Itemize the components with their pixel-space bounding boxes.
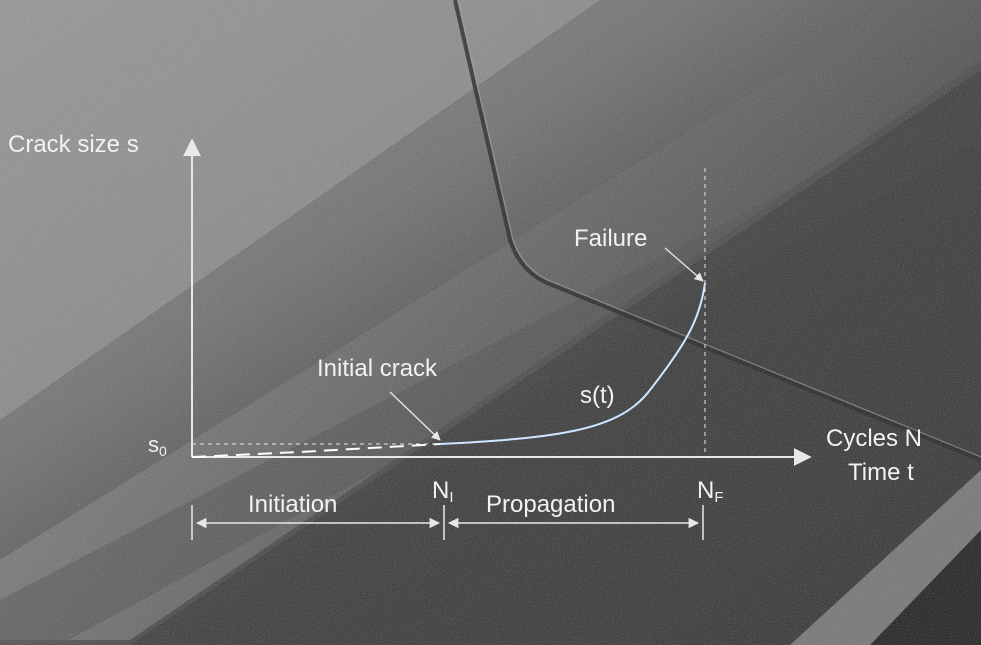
initiation-label: Initiation xyxy=(248,491,337,518)
crack-growth-curve xyxy=(439,282,706,445)
x-axis-label-line2: Time t xyxy=(848,459,914,486)
y-tick-s0-base: s xyxy=(148,432,159,457)
y-tick-s0: s0 xyxy=(148,432,167,459)
x-axis-label-line1: Cycles N xyxy=(826,425,922,452)
failure-arrow xyxy=(664,247,704,282)
series-label: s(t) xyxy=(580,382,615,409)
x-tick-ni: NI xyxy=(432,477,454,506)
initiation-dashed-curve xyxy=(191,443,441,458)
x-tick-nf-base: N xyxy=(697,477,714,504)
initial-crack-label: Initial crack xyxy=(317,355,438,382)
failure-label: Failure xyxy=(574,225,647,252)
x-tick-ni-base: N xyxy=(432,477,449,504)
x-tick-nf: NF xyxy=(697,477,724,506)
y-axis-label: Crack size s xyxy=(8,131,139,158)
propagation-label: Propagation xyxy=(486,491,615,518)
x-tick-nf-subscript: F xyxy=(714,489,723,506)
initial-crack-arrow xyxy=(389,391,441,441)
x-tick-ni-subscript: I xyxy=(449,489,453,506)
y-tick-s0-subscript: 0 xyxy=(159,443,167,459)
